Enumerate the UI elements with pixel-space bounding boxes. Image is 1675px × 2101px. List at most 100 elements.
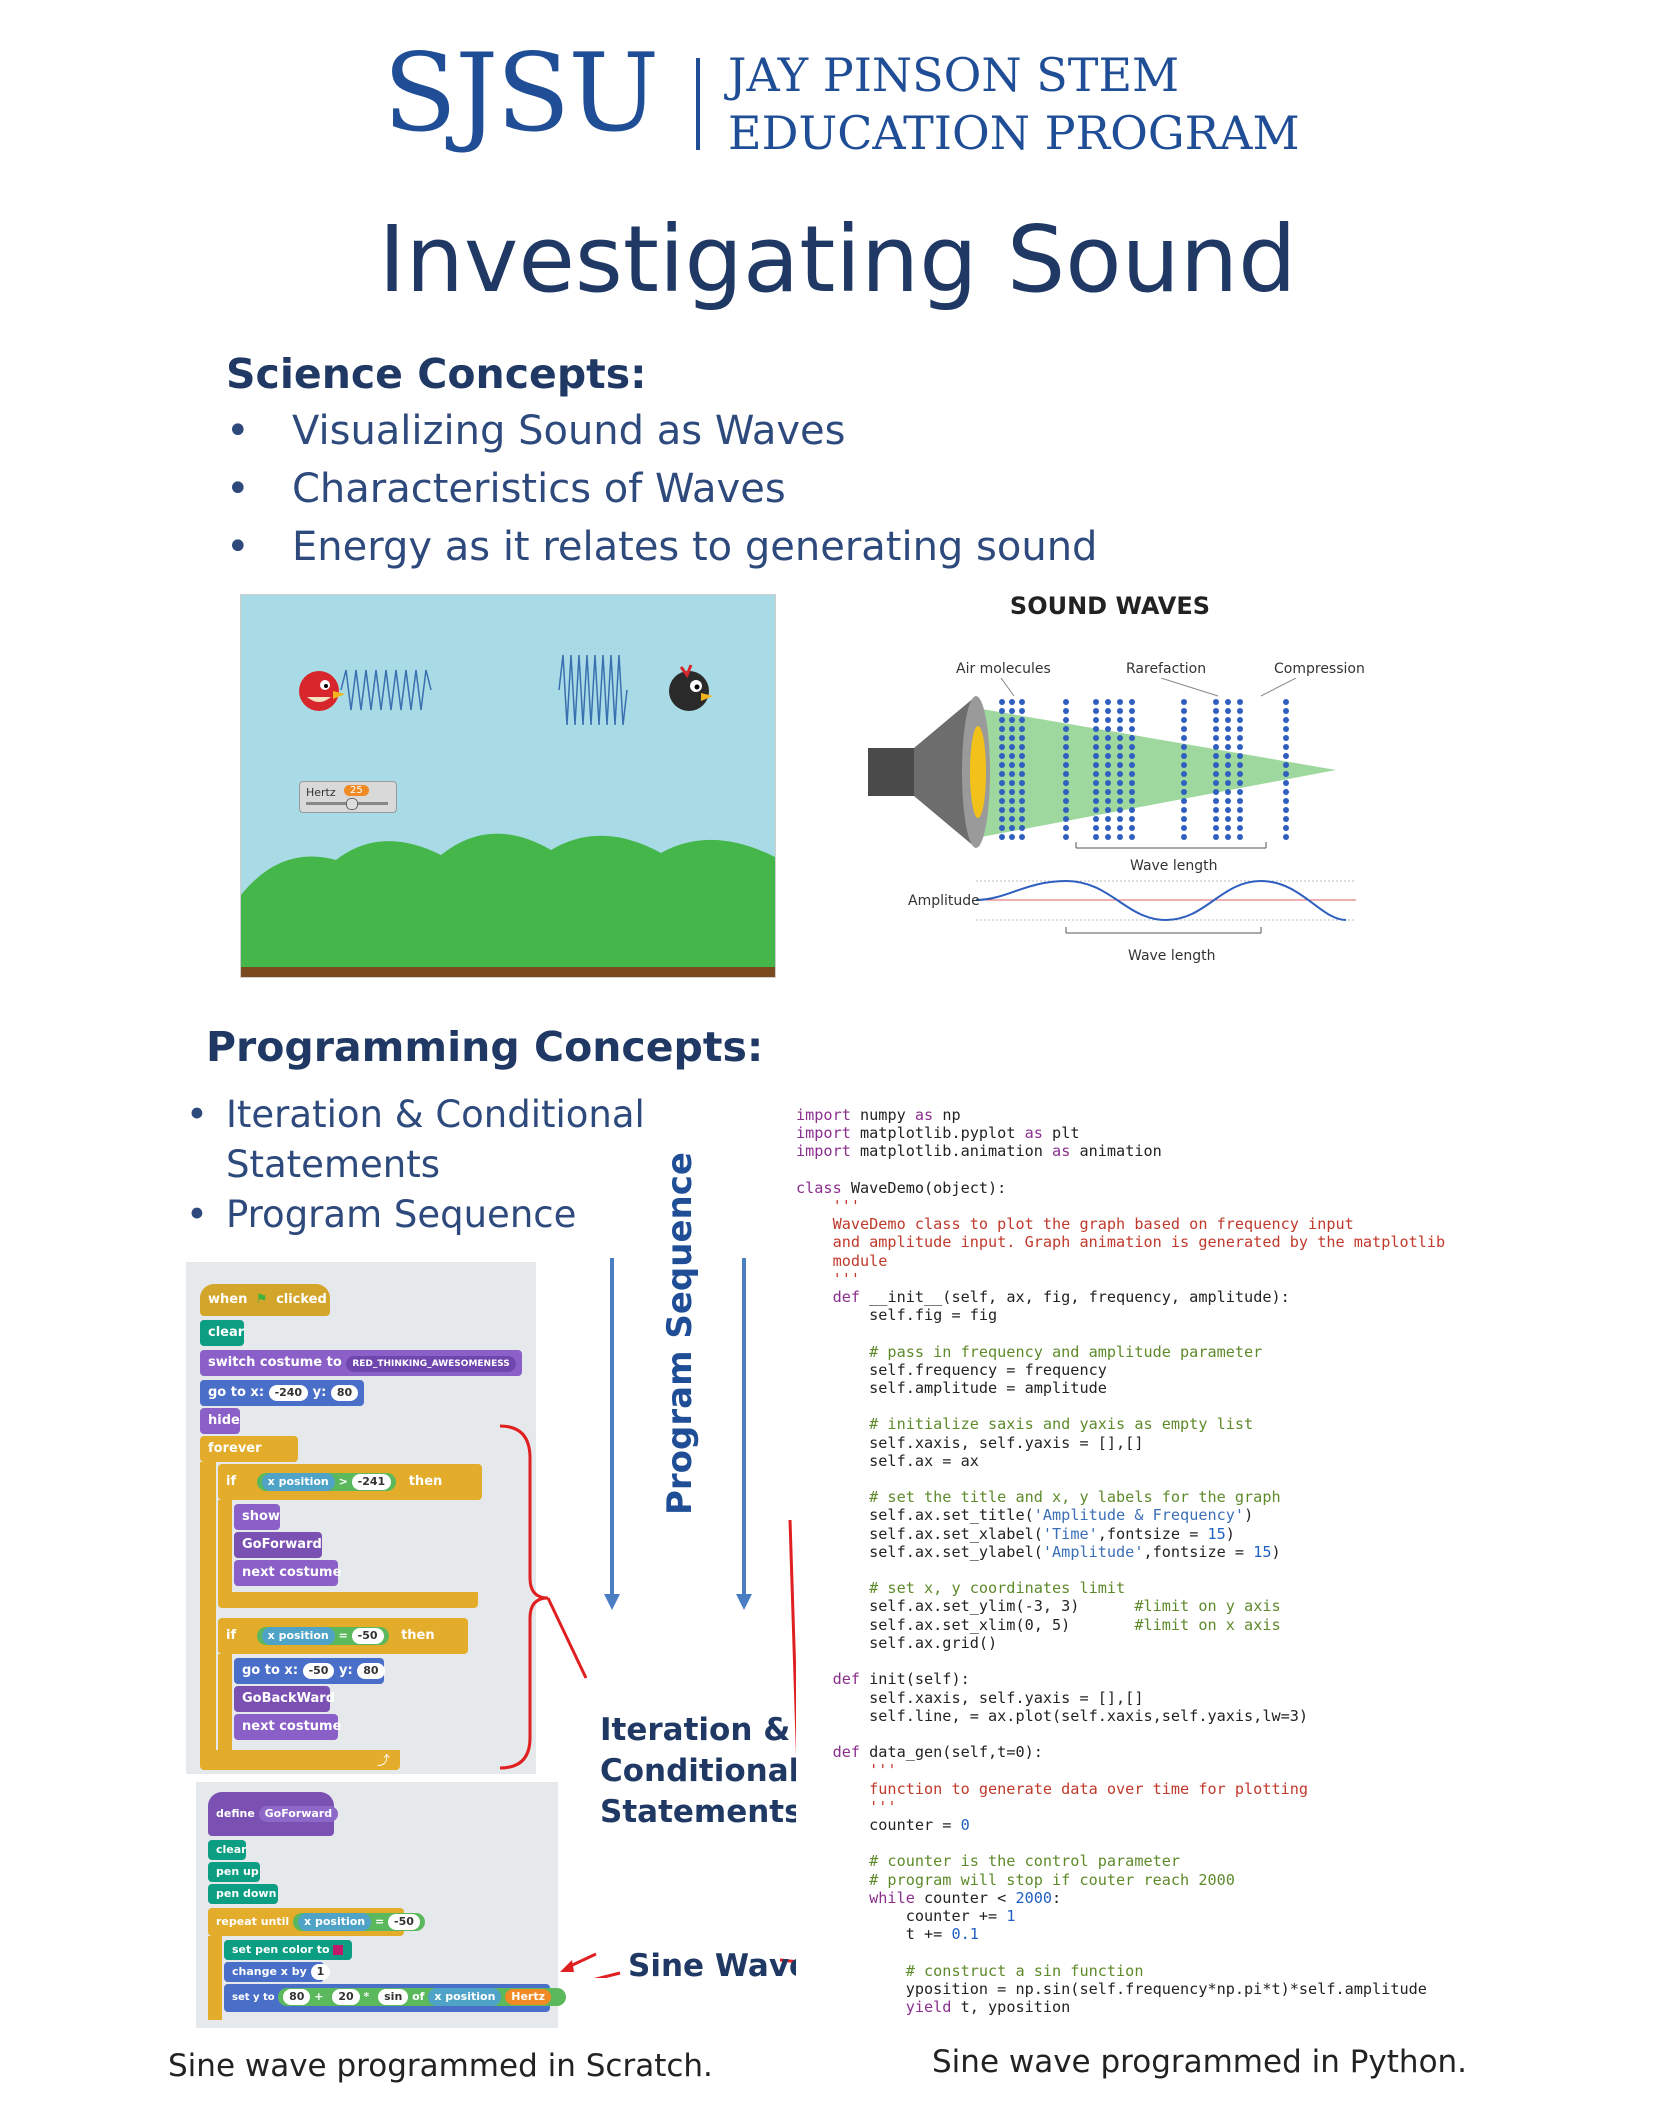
air-molecule-dot: [1129, 726, 1135, 732]
air-molecule-dot: [1093, 771, 1099, 777]
pointer-line: [1260, 678, 1297, 697]
air-molecule-dot: [1237, 753, 1243, 759]
set-pen-color-block[interactable]: set pen color to: [224, 1940, 352, 1960]
air-molecule-dot: [1181, 726, 1187, 732]
air-molecule-dot: [999, 780, 1005, 786]
change-x-block[interactable]: change x by 1: [224, 1962, 331, 1982]
switch-costume-block[interactable]: switch costume to RED_THINKING_AWESOMENE…: [200, 1350, 522, 1376]
air-molecule-dot: [1283, 753, 1289, 759]
air-molecule-dot: [1117, 726, 1123, 732]
air-molecule-dot: [1117, 807, 1123, 813]
when-flag-clicked-block[interactable]: when ⚑ clicked: [200, 1284, 330, 1316]
air-molecule-dot: [1237, 798, 1243, 804]
pen-down-block[interactable]: pen down: [208, 1884, 278, 1904]
air-molecule-dot: [1237, 807, 1243, 813]
goto-y-input[interactable]: 80: [330, 1385, 359, 1401]
air-molecule-dot: [1117, 798, 1123, 804]
gobackward-call-block[interactable]: GoBackWard: [234, 1686, 335, 1712]
program-name-line2: EDUCATION PROGRAM: [728, 106, 1300, 160]
add-operator[interactable]: 80 + 20 * sin of x position Hertz: [278, 1988, 567, 2006]
equals-operator[interactable]: x position = -50: [293, 1913, 425, 1931]
air-molecule-dot: [1283, 789, 1289, 795]
goto-x-input[interactable]: -50: [302, 1663, 335, 1679]
air-molecule-dot: [1225, 780, 1231, 786]
repeat-until-block[interactable]: repeat until x position = -50: [208, 1908, 425, 1936]
science-list: •Visualizing Sound as Waves •Characteris…: [226, 408, 1097, 582]
goto-y-input[interactable]: 80: [357, 1663, 385, 1679]
air-molecule-dot: [1019, 753, 1025, 759]
air-molecule-dot: [1283, 825, 1289, 831]
pen-color-swatch[interactable]: [333, 1945, 344, 1955]
air-molecule-dot: [1063, 807, 1069, 813]
costume-dropdown[interactable]: RED_THINKING_AWESOMENESS: [346, 1356, 516, 1372]
scratch-main-script: when ⚑ clicked clear switch costume to R…: [186, 1262, 536, 1774]
bullet-icon: •: [226, 408, 250, 454]
label-compression: Compression: [1274, 661, 1365, 677]
sin-operator[interactable]: sin of x position Hertz: [373, 1988, 557, 2006]
air-molecule-dot: [1019, 744, 1025, 750]
air-molecule-dot: [1019, 780, 1025, 786]
air-molecule-dot: [1063, 753, 1069, 759]
air-molecule-dot: [1129, 708, 1135, 714]
air-molecule-dot: [1063, 726, 1069, 732]
air-molecule-dot: [1225, 753, 1231, 759]
air-molecule-dot: [1129, 753, 1135, 759]
set-y-block[interactable]: set y to 80 + 20 * sin of x position Her…: [224, 1984, 567, 2012]
programming-heading: Programming Concepts:: [206, 1023, 764, 1071]
if-block-1[interactable]: if x position > -241 then: [218, 1464, 482, 1500]
air-molecule-dot: [1225, 717, 1231, 723]
forever-block[interactable]: forever: [200, 1436, 298, 1462]
air-molecule-dot: [1105, 780, 1111, 786]
air-molecule-dot: [1063, 735, 1069, 741]
air-molecule-dot: [999, 708, 1005, 714]
air-molecule-dot: [1181, 771, 1187, 777]
greater-than-operator[interactable]: x position > -241: [256, 1473, 397, 1491]
air-molecule-dot: [1225, 816, 1231, 822]
goto-x-input[interactable]: -240: [268, 1385, 309, 1401]
goforward-call-block[interactable]: GoForward: [234, 1532, 322, 1558]
air-molecule-dot: [1283, 807, 1289, 813]
next-costume-block[interactable]: next costume: [234, 1560, 341, 1586]
air-molecule-dot: [1093, 816, 1099, 822]
air-molecule-dot: [1213, 708, 1219, 714]
goto-block[interactable]: go to x: -240 y: 80: [200, 1380, 364, 1406]
air-molecule-dot: [1129, 771, 1135, 777]
program-name-line1: JAY PINSON STEM: [728, 48, 1180, 102]
air-molecule-dot: [1009, 771, 1015, 777]
air-molecule-dot: [1213, 726, 1219, 732]
air-molecule-dot: [1181, 699, 1187, 705]
air-molecule-dot: [1213, 789, 1219, 795]
air-molecule-dot: [999, 825, 1005, 831]
goto-block-2[interactable]: go to x: -50 y: 80: [234, 1658, 385, 1684]
science-item: •Visualizing Sound as Waves: [226, 408, 846, 454]
green-flag-icon: ⚑: [255, 1292, 268, 1307]
air-molecule-dot: [1063, 825, 1069, 831]
pen-up-block[interactable]: pen up: [208, 1862, 260, 1882]
air-molecule-dot: [1105, 717, 1111, 723]
equals-operator[interactable]: x position = -50: [256, 1627, 389, 1645]
multiply-operator[interactable]: 20 * sin of x position Hertz: [327, 1988, 562, 2006]
clear-block[interactable]: clear: [200, 1320, 244, 1346]
if-block-2[interactable]: if x position = -50 then: [218, 1618, 468, 1654]
wave-low-frequency: [340, 669, 432, 711]
air-molecule-dot: [1181, 762, 1187, 768]
red-bird-icon: [299, 671, 345, 711]
if-block-1-arm: [218, 1500, 232, 1596]
air-molecule-dot: [1283, 762, 1289, 768]
next-costume-block-2[interactable]: next costume: [234, 1714, 341, 1740]
air-molecule-dot: [1105, 744, 1111, 750]
define-goforward-block[interactable]: define GoForward: [208, 1792, 339, 1836]
python-caption: Sine wave programmed in Python.: [932, 2044, 1468, 2080]
hide-block[interactable]: hide: [200, 1408, 240, 1434]
clear-block[interactable]: clear: [208, 1840, 247, 1860]
air-molecule-dot: [1129, 717, 1135, 723]
python-code-panel: import numpy as np import matplotlib.pyp…: [796, 1106, 1522, 2016]
science-heading: Science Concepts:: [226, 350, 647, 398]
air-molecule-dot: [1181, 825, 1187, 831]
air-molecule-dot: [1009, 807, 1015, 813]
air-molecule-dot: [1093, 807, 1099, 813]
air-molecule-dot: [1225, 762, 1231, 768]
show-block[interactable]: show: [234, 1504, 280, 1530]
hertz-slider-handle[interactable]: [346, 798, 358, 810]
air-molecule-dot: [1129, 744, 1135, 750]
